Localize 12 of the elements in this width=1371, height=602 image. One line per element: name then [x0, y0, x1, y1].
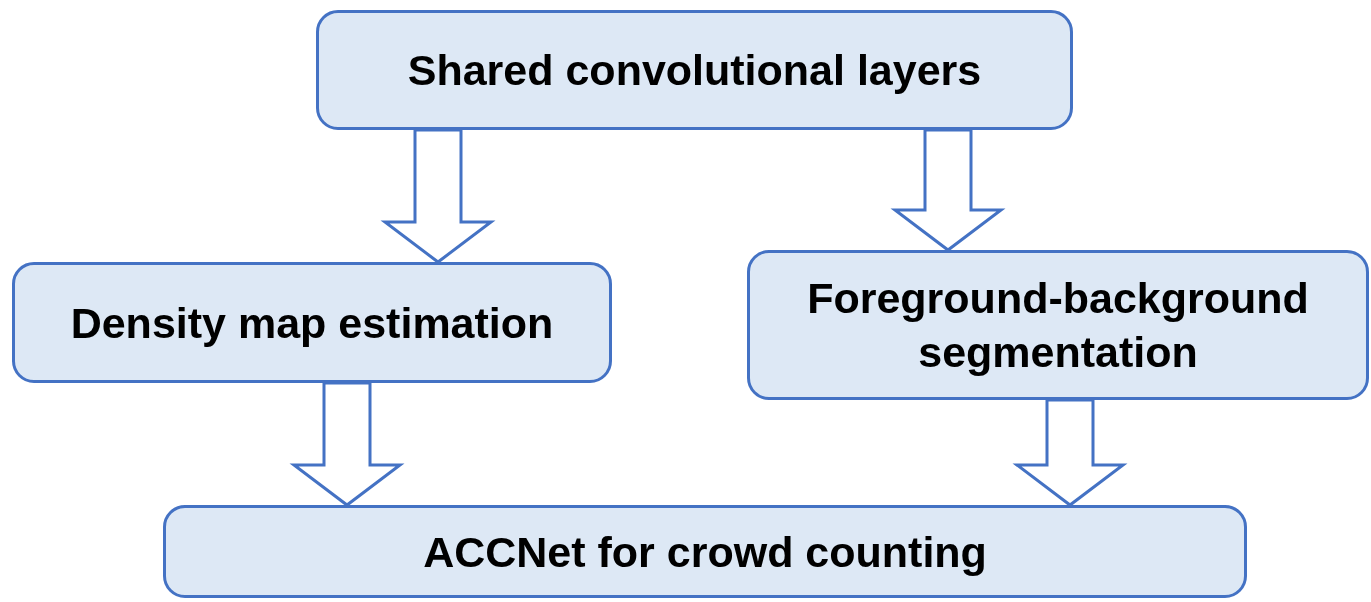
process-box — [316, 10, 1073, 130]
box-label: Shared convolutional layers — [407, 45, 982, 96]
block-arrow — [890, 128, 1006, 252]
block-arrow — [380, 128, 496, 264]
process-box — [163, 505, 1247, 598]
box-label: ACCNet for crowd counting — [423, 526, 987, 578]
block-arrow — [1012, 398, 1128, 507]
box-label: Foreground-background segmentation — [806, 273, 1310, 378]
process-box — [12, 262, 612, 383]
process-box — [747, 250, 1369, 400]
box-label: Density map estimation — [70, 297, 554, 349]
block-arrow — [289, 381, 405, 507]
